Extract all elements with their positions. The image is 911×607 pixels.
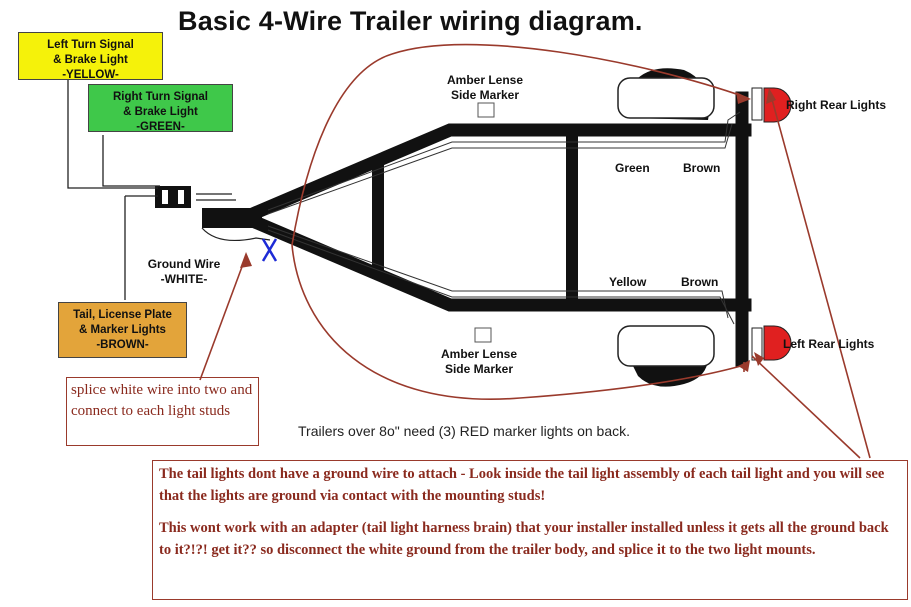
- right-rear-lights-label: Right Rear Lights: [786, 98, 887, 112]
- left-turn-label-1: Left Turn Signal: [47, 39, 134, 51]
- left-turn-label-3: -YELLOW-: [62, 69, 119, 81]
- ground-wire-text: Ground Wire: [147, 257, 221, 271]
- tail-label-3: -BROWN-: [96, 339, 149, 351]
- left-rear-lights-label: Left Rear Lights: [783, 337, 875, 351]
- brown-wire-label-top: Brown: [683, 161, 721, 175]
- right-turn-label-2: & Brake Light: [123, 106, 198, 118]
- ground-note-paragraph-2: This wont work with an adapter (tail lig…: [159, 520, 889, 558]
- brown-wire-label-bottom: Brown: [681, 275, 719, 289]
- left-tire: [617, 325, 715, 387]
- frame-wires: [267, 111, 741, 325]
- ground-x-mark: [261, 238, 278, 262]
- ground-wire-color: -WHITE-: [160, 272, 208, 286]
- tail-label-1: Tail, License Plate: [73, 309, 172, 321]
- green-wire-label: Green: [615, 161, 650, 175]
- amber-marker-top-label: Amber Lense Side Marker: [430, 73, 540, 103]
- amber-marker-bottom-line2: Side Marker: [444, 362, 514, 376]
- right-turn-signal-box: Right Turn Signal & Brake Light -GREEN-: [88, 84, 233, 133]
- ground-wire-label: Ground Wire -WHITE-: [136, 257, 232, 287]
- amber-marker-top-line1: Amber Lense: [446, 73, 524, 87]
- ground-note-paragraph-1: The tail lights dont have a ground wire …: [159, 466, 885, 504]
- right-turn-label-3: -GREEN-: [136, 121, 185, 133]
- amber-marker-bottom-line1: Amber Lense: [440, 347, 518, 361]
- left-turn-label-2: & Brake Light: [53, 54, 128, 66]
- amber-side-marker-top: [477, 102, 495, 118]
- trailer-frame: [246, 91, 752, 367]
- amber-marker-bottom-label: Amber Lense Side Marker: [424, 347, 534, 377]
- plug-connector: [67, 80, 271, 300]
- right-turn-label-1: Right Turn Signal: [113, 91, 208, 103]
- yellow-wire-label: Yellow: [609, 275, 647, 289]
- tail-label-2: & Marker Lights: [79, 324, 166, 336]
- amber-marker-top-line2: Side Marker: [450, 88, 520, 102]
- ground-note: The tail lights dont have a ground wire …: [152, 460, 908, 600]
- marker-footnote: Trailers over 8o" need (3) RED marker li…: [298, 423, 631, 439]
- right-tire: [617, 68, 715, 120]
- annotation-arrows: [199, 43, 871, 459]
- amber-side-marker-bottom: [474, 327, 492, 343]
- arrowheads: [240, 88, 776, 372]
- left-turn-signal-box: Left Turn Signal & Brake Light -YELLOW-: [18, 32, 163, 81]
- splice-note: splice white wire into two and connect t…: [66, 377, 259, 446]
- tail-license-marker-box: Tail, License Plate & Marker Lights -BRO…: [58, 302, 187, 358]
- left-rear-lamp: [751, 325, 792, 361]
- diagram-title: Basic 4-Wire Trailer wiring diagram.: [178, 6, 643, 36]
